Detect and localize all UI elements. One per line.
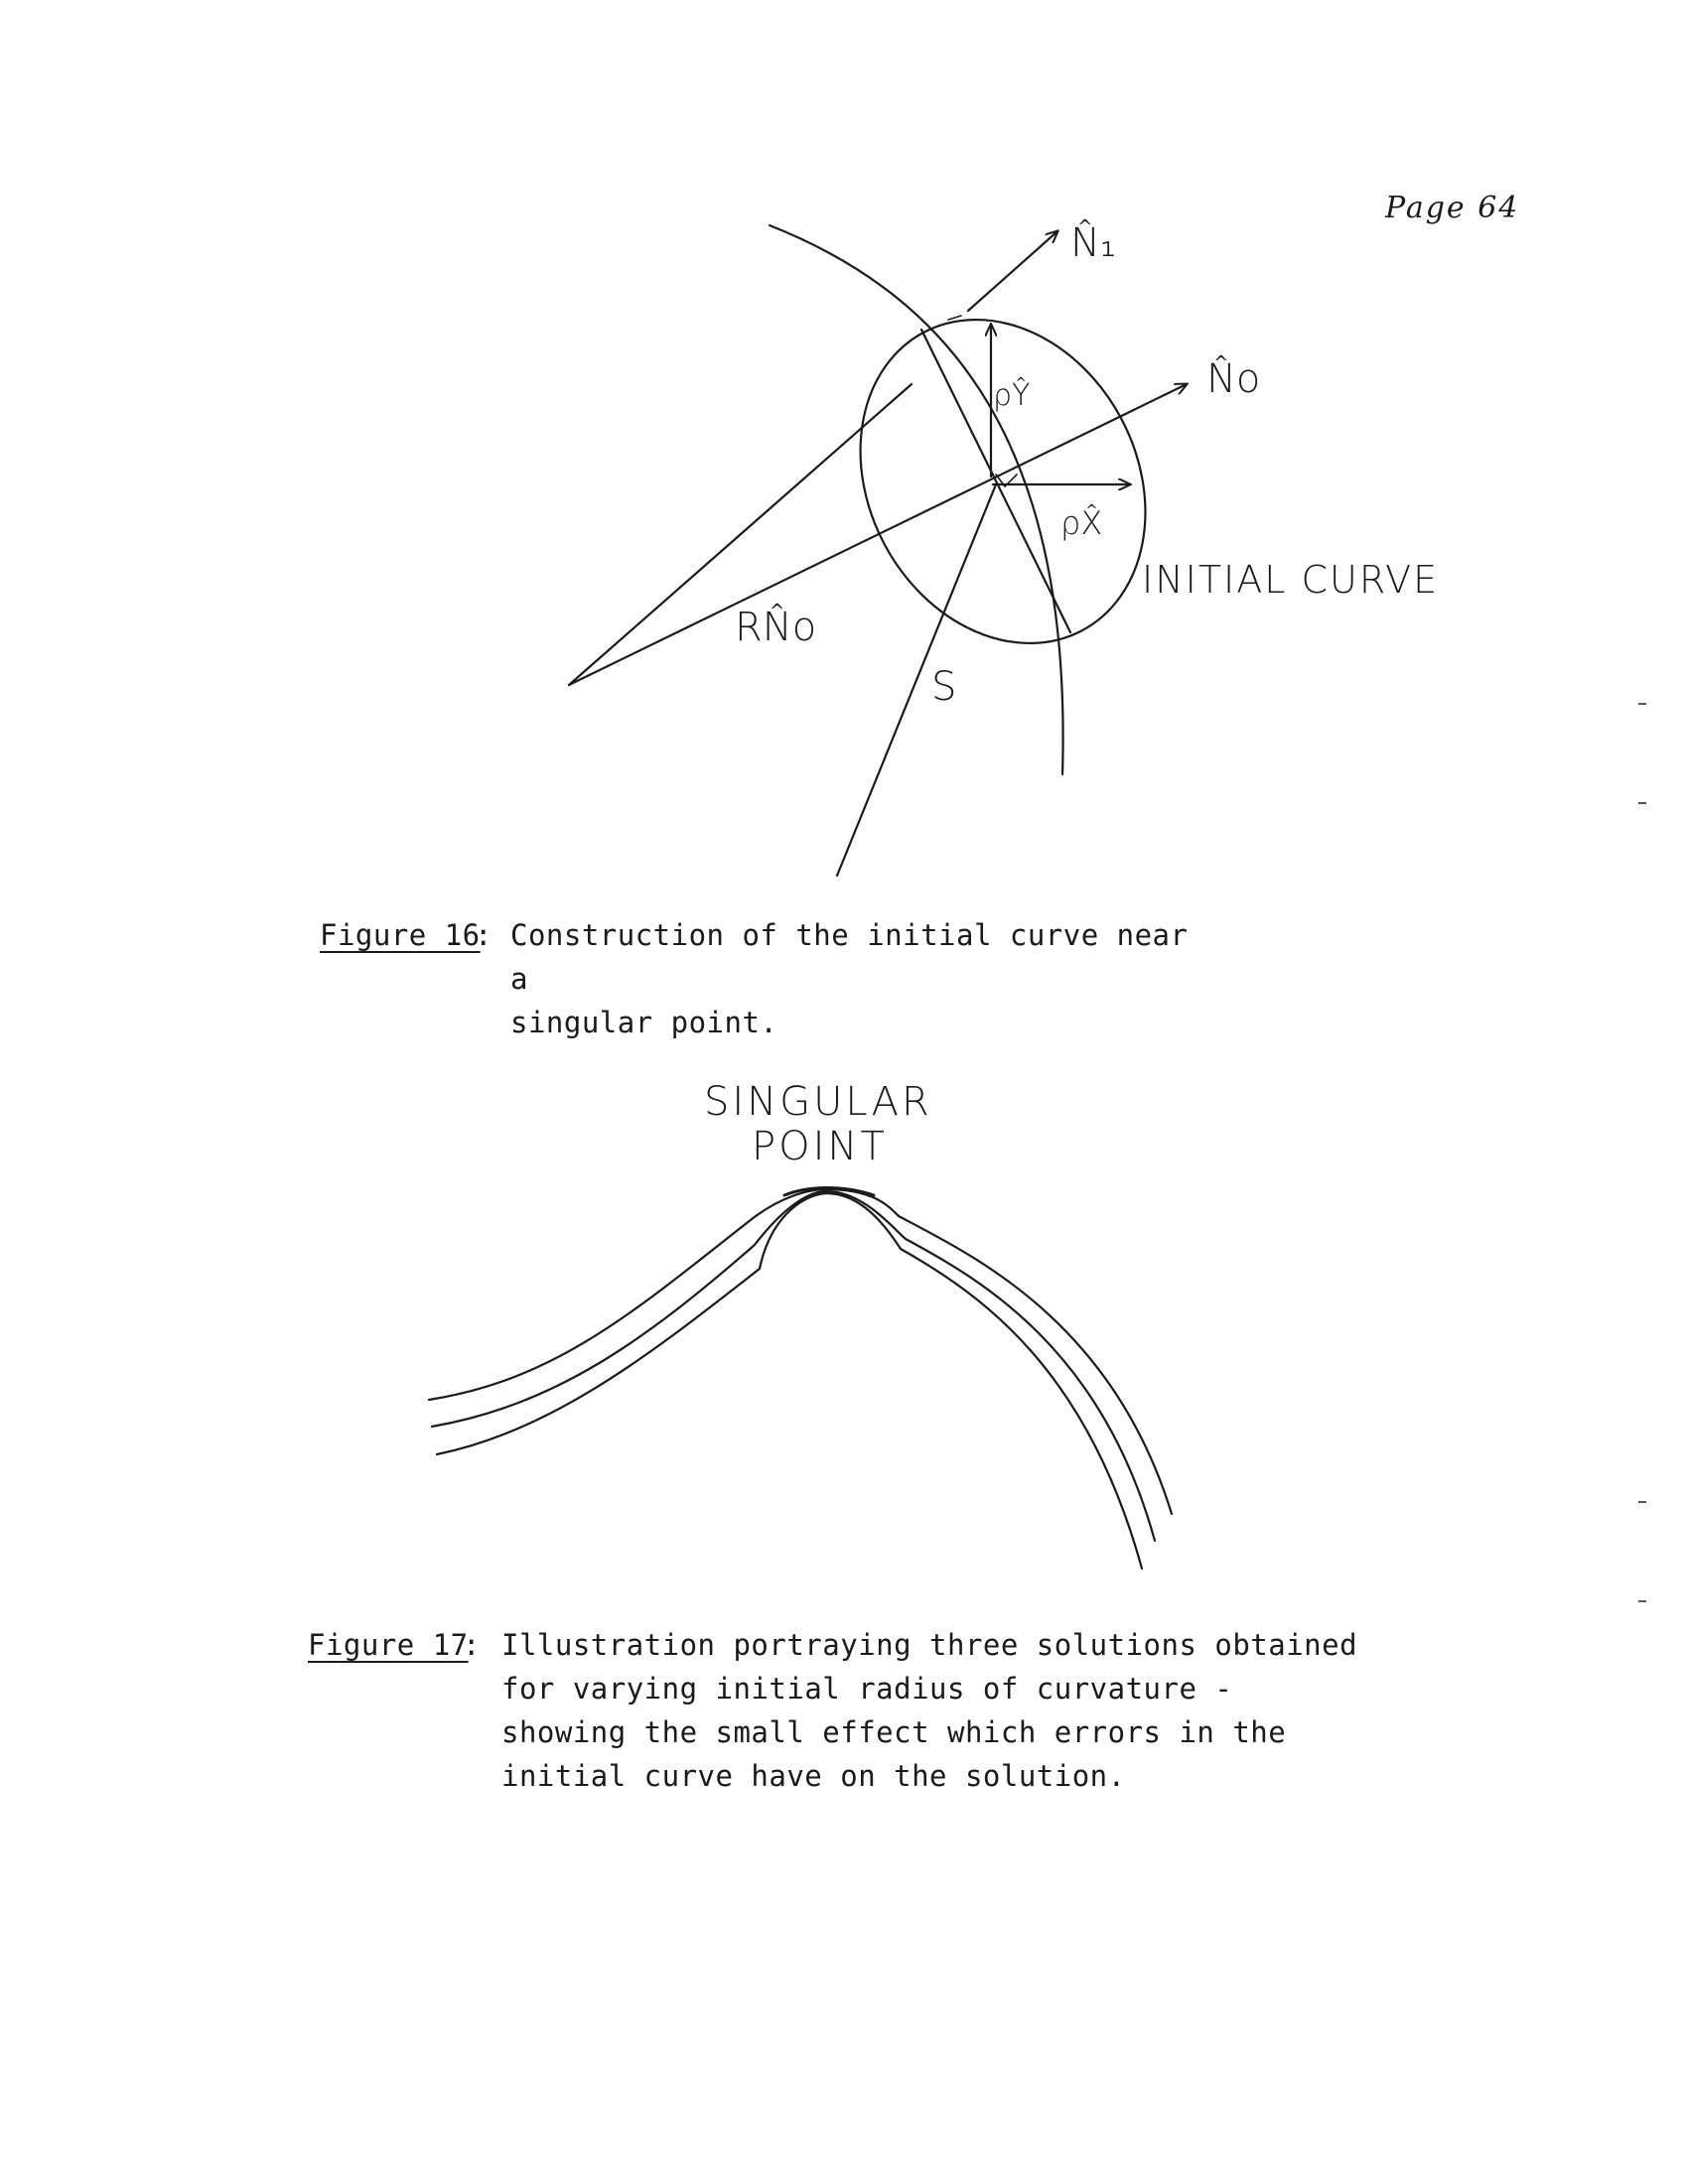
rho-y-label: ρŶ bbox=[993, 376, 1030, 413]
chord-line bbox=[919, 328, 1072, 634]
solution-curve-arc bbox=[768, 223, 1064, 776]
singular-label: SINGULAR bbox=[704, 1079, 932, 1125]
r-n0-vector bbox=[567, 384, 1187, 687]
n0-label: N̂o bbox=[1206, 354, 1260, 402]
figure-17-caption-label: Figure 17 bbox=[308, 1628, 469, 1662]
scan-edge-mark bbox=[1638, 1501, 1646, 1503]
solution-curve-middle bbox=[430, 1189, 1157, 1543]
s-label: S bbox=[931, 664, 956, 710]
point-label: POINT bbox=[752, 1124, 888, 1169]
initial-curve-label: INITIAL CURVE bbox=[1142, 558, 1439, 602]
tangent-point-tick bbox=[995, 474, 1018, 488]
figure-16-caption-label: Figure 16 bbox=[320, 918, 481, 952]
s-vector bbox=[835, 482, 998, 878]
n1-label: N̂₁ bbox=[1070, 218, 1116, 266]
singular-point-apex bbox=[782, 1186, 876, 1197]
scan-edge-mark bbox=[1638, 1600, 1646, 1602]
figure-16-caption-text: Construction of the initial curve near a… bbox=[510, 918, 1189, 1039]
scan-edge-mark bbox=[1638, 802, 1646, 804]
n1-vector-lower bbox=[567, 382, 914, 687]
figure-16-diagram bbox=[567, 223, 1688, 878]
figure-17-caption: Figure 17 : Illustration portraying thre… bbox=[308, 1623, 1400, 1812]
rho-x-label: ρX̂ bbox=[1060, 504, 1102, 542]
solution-curve-inner bbox=[435, 1191, 1144, 1570]
figure-16-labels: N̂₁ N̂o ρŶ ρX̂ INITIAL CURVE RN̂o S bbox=[735, 218, 1439, 710]
n1-vector-upper bbox=[966, 231, 1057, 313]
r-n0-label: RN̂o bbox=[735, 603, 816, 650]
figure-16-caption: Figure 16 : Construction of the initial … bbox=[320, 913, 1213, 1039]
figure-17-caption-text: Illustration portraying three solutions … bbox=[501, 1628, 1358, 1793]
figure-16-caption-colon: : bbox=[475, 918, 492, 952]
dash-mark-upper bbox=[947, 315, 962, 321]
figure-17-caption-colon: : bbox=[463, 1628, 481, 1662]
scan-edge-mark bbox=[1638, 703, 1646, 705]
page-number: Page 64 bbox=[1385, 191, 1520, 225]
